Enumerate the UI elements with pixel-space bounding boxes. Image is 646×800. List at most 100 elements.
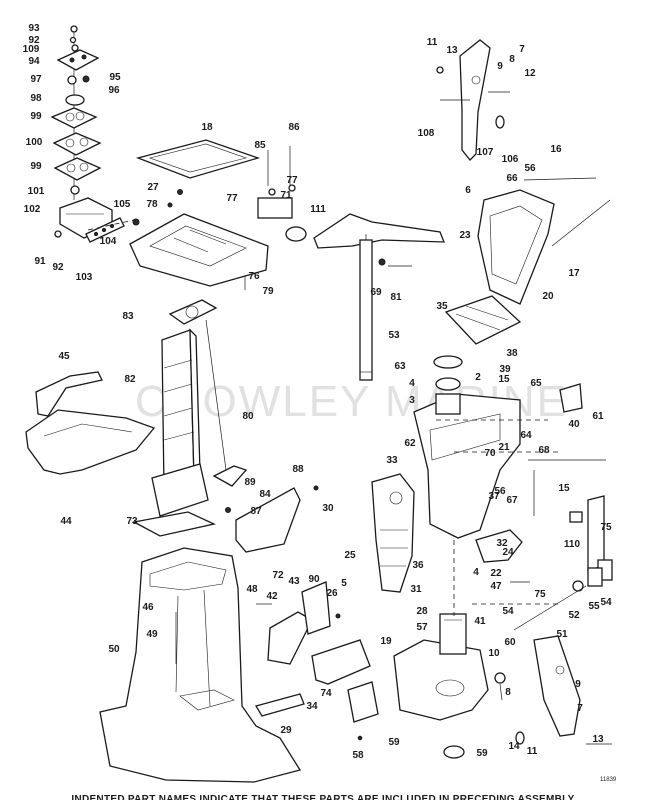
callout-13: 13	[592, 734, 604, 745]
callout-67: 67	[506, 495, 518, 506]
callout-84: 84	[259, 489, 271, 500]
callout-6: 6	[465, 185, 471, 196]
callout-108: 108	[418, 128, 435, 139]
callout-66: 66	[506, 173, 518, 184]
callout-99: 99	[30, 111, 42, 122]
callout-61: 61	[592, 411, 604, 422]
callout-93: 93	[28, 23, 40, 34]
callout-109: 109	[23, 44, 40, 55]
figure-number: 11839	[600, 777, 617, 783]
callout-37: 37	[488, 491, 500, 502]
callout-35: 35	[436, 301, 448, 312]
callout-100: 100	[26, 137, 43, 148]
callout-38: 38	[506, 348, 518, 359]
callout-5: 5	[341, 578, 347, 589]
callout-16: 16	[550, 144, 562, 155]
callout-51: 51	[556, 629, 568, 640]
callout-76: 76	[248, 271, 260, 282]
callout-28: 28	[416, 606, 428, 617]
callout-106: 106	[502, 154, 519, 165]
callout-53: 53	[388, 330, 400, 341]
callout-77: 77	[226, 193, 238, 204]
callout-10: 10	[488, 648, 500, 659]
callout-49: 49	[146, 629, 158, 640]
callout-73: 73	[126, 516, 138, 527]
callout-39: 39	[499, 364, 511, 375]
callout-83: 83	[122, 311, 134, 322]
callout-41: 41	[474, 616, 486, 627]
callout-29: 29	[280, 725, 292, 736]
callout-74: 74	[320, 688, 332, 699]
callout-96: 96	[108, 85, 120, 96]
callout-7: 7	[577, 703, 583, 714]
callout-90: 90	[308, 574, 320, 585]
callout-36: 36	[412, 560, 424, 571]
callout-3: 3	[409, 395, 415, 406]
callout-80: 80	[242, 411, 254, 422]
callout-55: 55	[588, 601, 600, 612]
callout-97: 97	[30, 74, 42, 85]
callout-15: 15	[498, 374, 510, 385]
callout-27: 27	[147, 182, 159, 193]
callout-85: 85	[254, 140, 266, 151]
callout-82: 82	[124, 374, 136, 385]
callout-57: 57	[416, 622, 428, 633]
callout-75: 75	[534, 589, 546, 600]
stern-bracket-group	[371, 39, 613, 759]
callout-21: 21	[498, 442, 510, 453]
callout-11: 11	[427, 37, 438, 48]
callout-58: 58	[352, 750, 364, 761]
callout-59: 59	[476, 748, 488, 759]
callout-65: 65	[530, 378, 542, 389]
callout-64: 64	[520, 430, 532, 441]
callout-54: 54	[600, 597, 612, 608]
callout-9: 9	[575, 679, 581, 690]
callout-91: 91	[34, 256, 46, 267]
callout-92: 92	[52, 262, 64, 273]
callout-60: 60	[504, 637, 516, 648]
callout-52: 52	[568, 610, 580, 621]
callout-72: 72	[272, 570, 284, 581]
callout-95: 95	[109, 72, 121, 83]
callout-71: 71	[280, 190, 292, 201]
callout-2: 2	[475, 372, 481, 383]
callout-26: 26	[326, 588, 338, 599]
callout-46: 46	[142, 602, 154, 613]
callout-107: 107	[477, 147, 494, 158]
midsection-housing	[99, 547, 379, 783]
callout-33: 33	[386, 455, 398, 466]
callout-111: 111	[310, 204, 326, 215]
callout-14: 14	[508, 741, 520, 752]
callout-31: 31	[410, 584, 422, 595]
callout-32: 32	[496, 538, 508, 549]
callout-92: 92	[28, 35, 40, 46]
callout-99: 99	[30, 161, 42, 172]
callout-22: 22	[490, 568, 502, 579]
callout-77: 77	[286, 175, 298, 186]
callout-25: 25	[344, 550, 356, 561]
callout-11: 11	[527, 746, 538, 757]
callout-19: 19	[380, 636, 392, 647]
callout-88: 88	[292, 464, 304, 475]
callout-24: 24	[502, 547, 514, 558]
callout-54: 54	[502, 606, 514, 617]
callout-4: 4	[409, 378, 415, 389]
callout-15: 15	[558, 483, 570, 494]
callout-42: 42	[266, 591, 278, 602]
callout-101: 101	[28, 186, 45, 197]
callout-105: 105	[114, 199, 131, 210]
callout-103: 103	[76, 272, 93, 283]
callout-87: 87	[250, 506, 262, 517]
callout-8: 8	[505, 687, 511, 698]
callout-40: 40	[568, 419, 580, 430]
callout-13: 13	[446, 45, 458, 56]
callout-69: 69	[370, 287, 382, 298]
carburetor-stack	[50, 25, 140, 243]
callout-23: 23	[459, 230, 471, 241]
callout-81: 81	[390, 292, 402, 303]
callout-12: 12	[524, 68, 536, 79]
callout-78: 78	[146, 199, 158, 210]
callout-50: 50	[108, 644, 120, 655]
callout-102: 102	[24, 204, 41, 215]
